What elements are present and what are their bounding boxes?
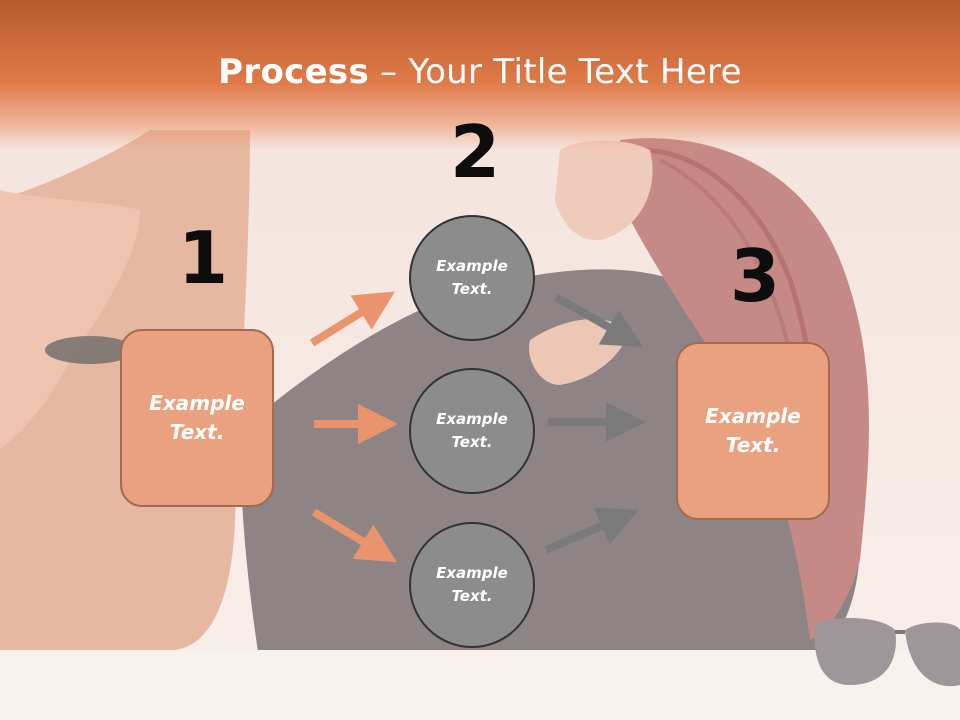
step-1-text-line1: Example	[149, 391, 245, 415]
circle-3-text-line1: Example	[436, 564, 508, 582]
circle-1: Example Text.	[409, 215, 535, 341]
title-bold: Process	[218, 52, 370, 92]
title-rest: – Your Title Text Here	[369, 52, 742, 92]
arrow-from-circle-3	[544, 507, 639, 554]
step-3-box: Example Text.	[676, 342, 830, 520]
step-3-text-line2: Text.	[725, 433, 781, 457]
circle-2-text-line2: Text.	[451, 433, 493, 451]
title-band	[0, 0, 960, 150]
circle-1-text-line1: Example	[436, 257, 508, 275]
arrow-to-circle-1	[309, 291, 395, 347]
step-1-text-line2: Text.	[169, 420, 225, 444]
step-number-3: 3	[730, 234, 781, 318]
step-3-text: Example Text.	[705, 402, 801, 460]
step-1-text: Example Text.	[149, 389, 245, 447]
circle-1-text-line2: Text.	[451, 280, 493, 298]
arrow-from-circle-1	[554, 293, 644, 347]
circle-3: Example Text.	[409, 522, 535, 648]
circle-3-text-line2: Text.	[451, 587, 493, 605]
slide-title: Process – Your Title Text Here	[0, 52, 960, 92]
step-number-2: 2	[450, 110, 501, 194]
circle-2: Example Text.	[409, 368, 535, 494]
circle-2-text-line1: Example	[436, 410, 508, 428]
step-3-text-line1: Example	[705, 404, 801, 428]
step-1-box: Example Text.	[120, 329, 274, 507]
arrow-to-circle-3	[311, 508, 398, 563]
step-number-1: 1	[178, 216, 229, 300]
